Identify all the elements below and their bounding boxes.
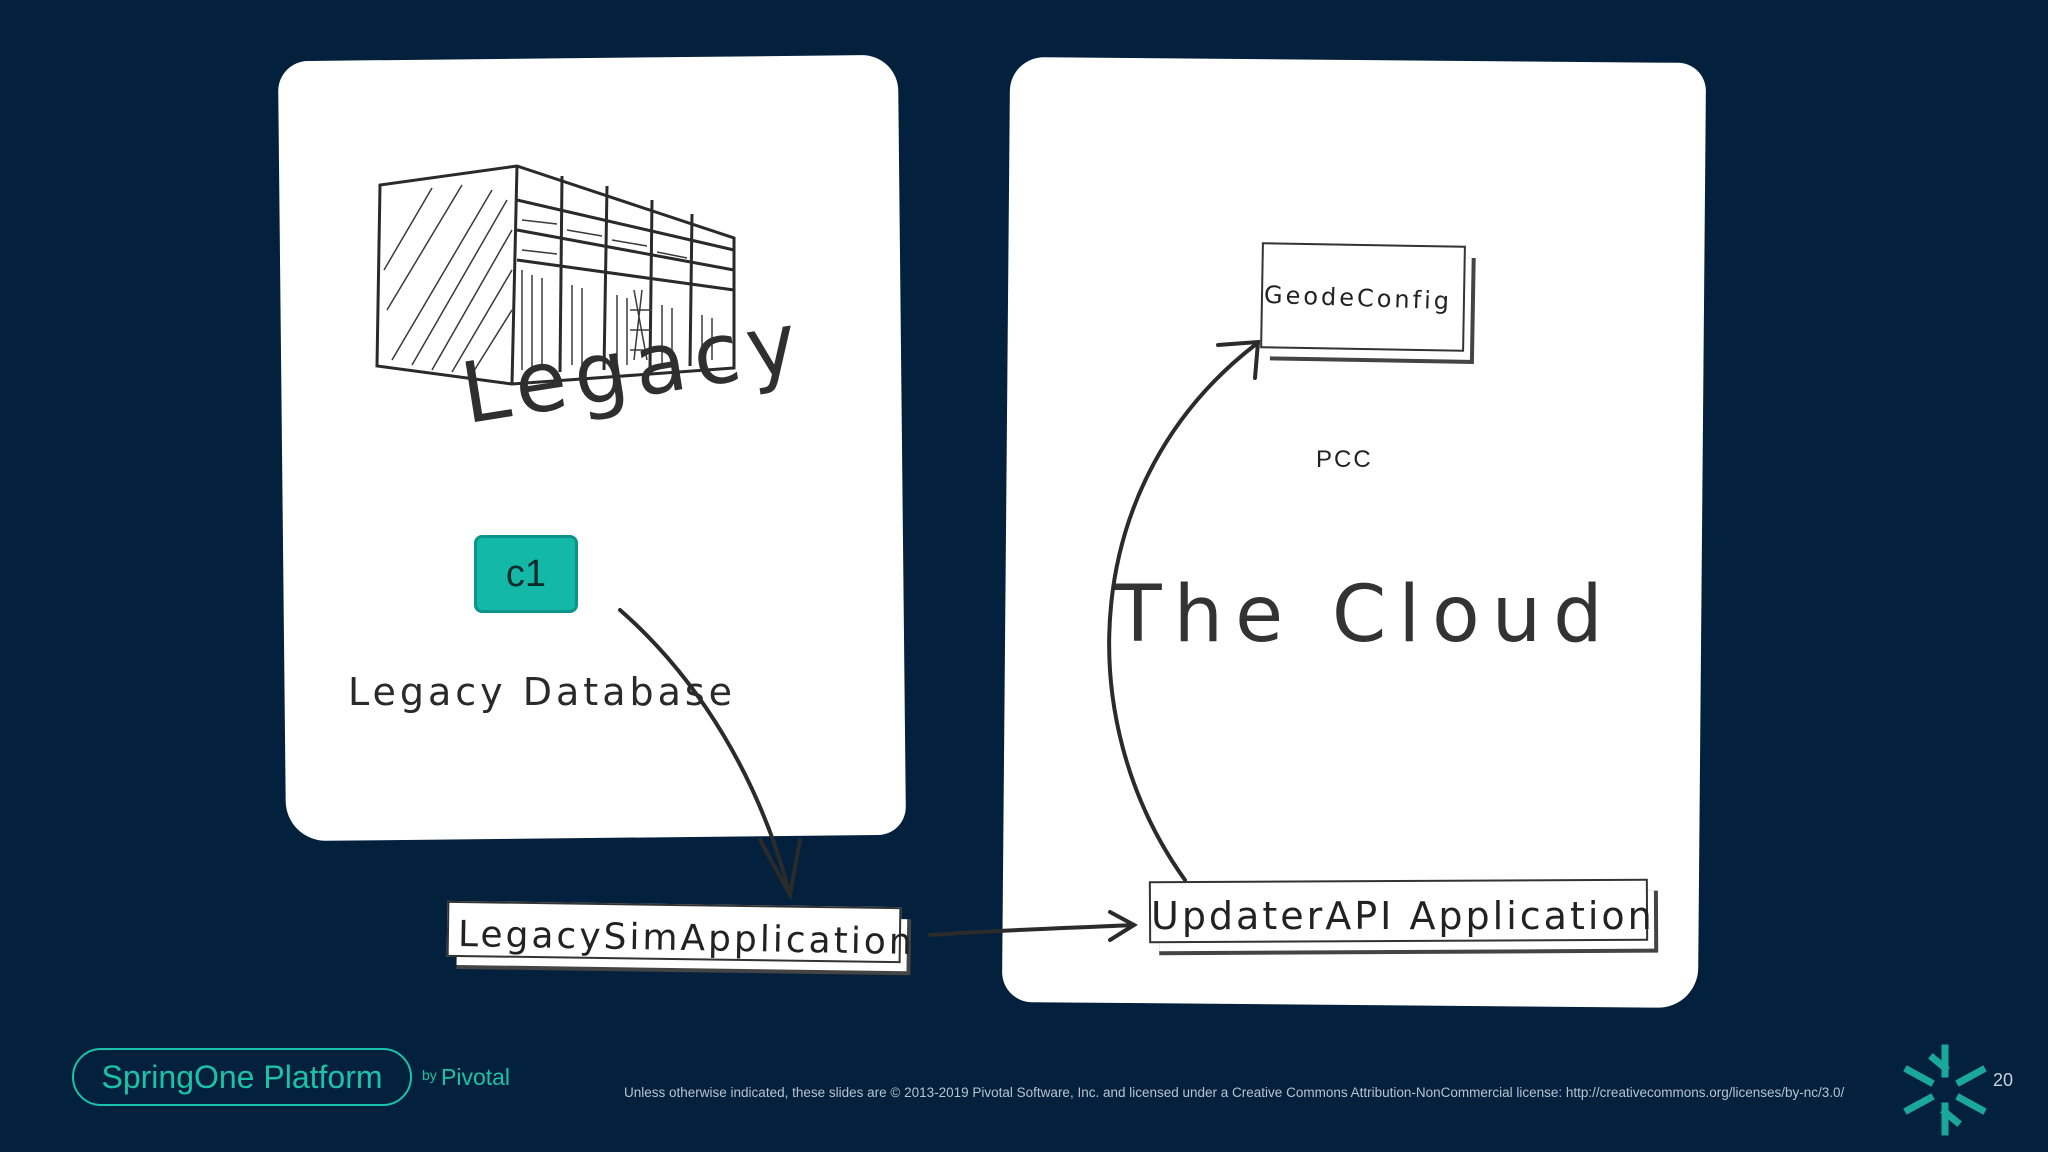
license-text: Unless otherwise indicated, these slides…	[624, 1085, 1845, 1100]
arrow-legacysim-to-updater-head	[1108, 910, 1138, 942]
arrow-c1-to-legacysim-head	[758, 838, 802, 901]
arrow-c1-to-legacysim	[618, 608, 792, 897]
c1-node: c1	[474, 535, 578, 613]
cloud-title: The Cloud	[1114, 570, 1615, 660]
arrow-updater-to-geode	[1107, 343, 1257, 882]
by-label: by	[422, 1067, 437, 1083]
page-number: 20	[1993, 1070, 2014, 1090]
snowflake-logo-icon	[1903, 1044, 1987, 1136]
springone-platform-logo: SpringOne Platform	[72, 1048, 412, 1106]
updater-api-label: UpdaterAPI Application	[1151, 894, 1655, 938]
legacy-database-label: Legacy Database	[348, 670, 737, 714]
pcc-label: PCC	[1316, 446, 1373, 473]
pivotal-logo: Pivotal	[441, 1064, 511, 1090]
arrow-legacysim-to-updater	[928, 923, 1136, 937]
arrow-updater-to-geode-head	[1216, 339, 1261, 380]
datacenter-sketch-icon	[375, 164, 736, 386]
